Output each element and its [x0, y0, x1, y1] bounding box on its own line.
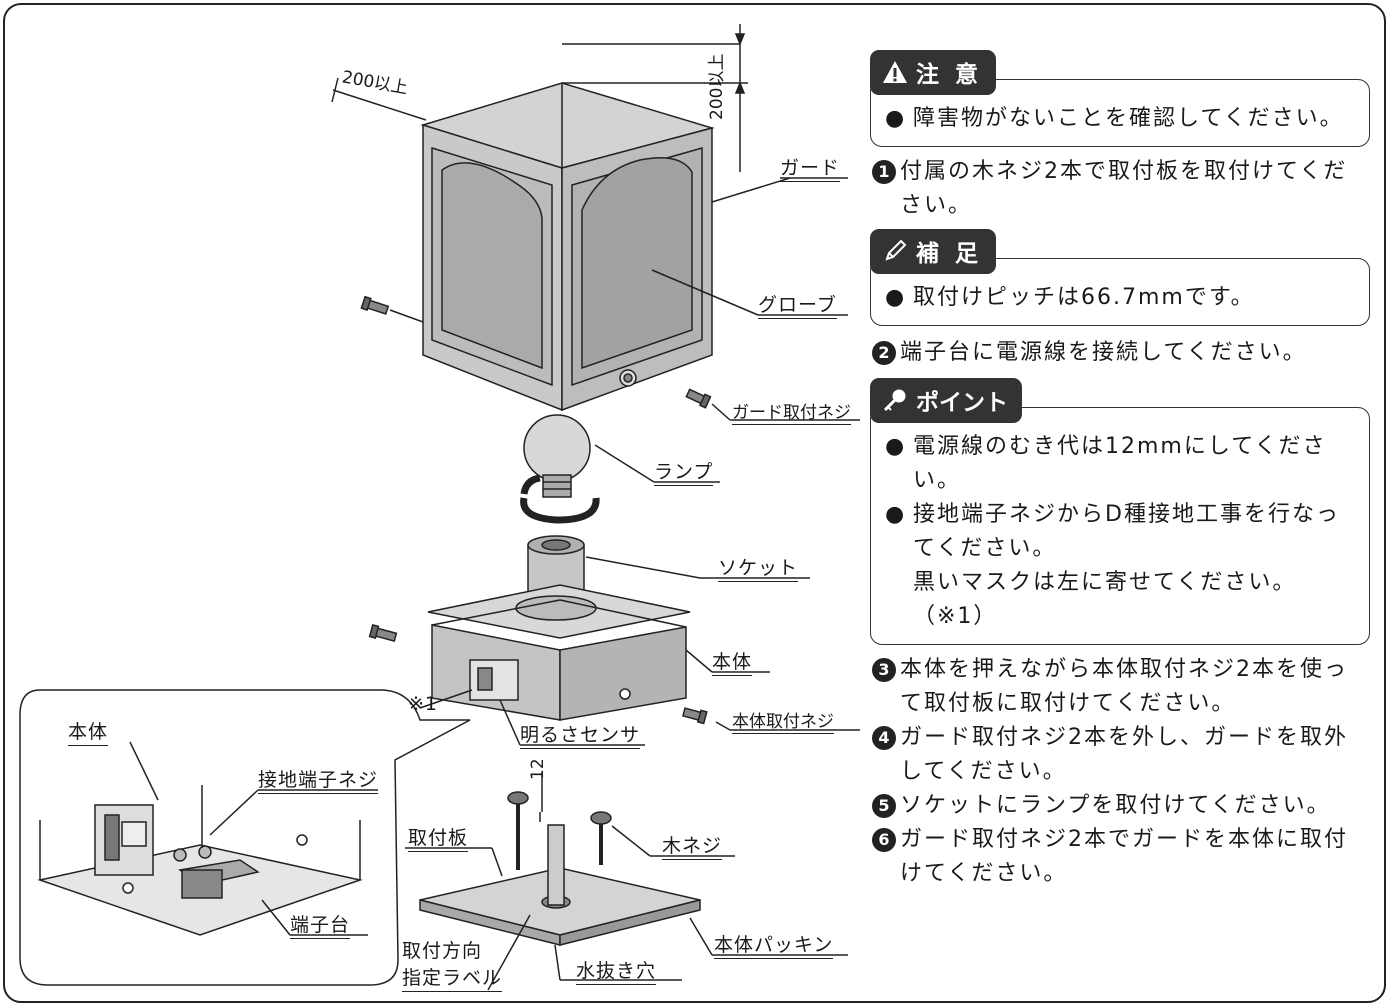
page-frame: [3, 3, 1386, 1003]
caution-section: 注 意 ● 障害物がないことを確認してください。: [870, 50, 1370, 147]
step-number: 3: [872, 658, 896, 682]
globe-label: グローブ: [758, 290, 837, 319]
supplement-item: ● 取付けピッチは66.7mmです。: [885, 281, 1355, 315]
bullet-icon: ●: [885, 502, 907, 527]
point-item-text: 接地端子ネジからD種接地工事を行なってください。: [913, 502, 1340, 561]
inset-ground-screw-label: 接地端子ネジ: [258, 765, 379, 794]
step-number: 5: [872, 794, 896, 818]
step-text: 本体を押えながら本体取付ネジ2本を使って取付板に取付けてください。: [900, 657, 1348, 716]
point-item-text: 黒いマスクは左に寄せてください。（※1）: [913, 570, 1297, 629]
point-item: ● 接地端子ネジからD種接地工事を行なってください。: [885, 498, 1355, 566]
step-number: 2: [872, 341, 896, 365]
step-text: ガード取付ネジ2本でガードを本体に取付けてください。: [900, 827, 1348, 886]
step-6: 6 ガード取付ネジ2本でガードを本体に取付けてください。: [870, 823, 1370, 891]
point-item: ● 電源線のむき代は12mmにしてください。: [885, 430, 1355, 498]
step-text: 端子台に電源線を接続してください。: [900, 340, 1307, 365]
supplement-title: 補 足: [916, 241, 983, 267]
body-packing-label: 本体パッキン: [714, 930, 834, 959]
body-label: 本体: [712, 647, 753, 676]
key-icon: [883, 389, 906, 412]
step-text: ガード取付ネジ2本を外し、ガードを取外してください。: [900, 725, 1348, 784]
dim-wire-label: 12: [528, 758, 548, 780]
step-text: 付属の木ネジ2本で取付板を取付けてください。: [900, 159, 1348, 218]
caution-item-text: 障害物がないことを確認してください。: [913, 106, 1344, 131]
dim-top-label: 200以上: [707, 53, 727, 120]
drain-hole-label: 水抜き穴: [576, 956, 657, 985]
body-screw-label: 本体取付ネジ: [732, 707, 834, 734]
inset-terminal-block-label: 端子台: [290, 910, 351, 939]
note-mark: ※1: [408, 693, 439, 715]
inset-body-label: 本体: [68, 717, 109, 746]
caution-item: ● 障害物がないことを確認してください。: [885, 102, 1355, 136]
wood-screw-label: 木ネジ: [662, 831, 723, 860]
step-number: 4: [872, 726, 896, 750]
step-4: 4 ガード取付ネジ2本を外し、ガードを取外してください。: [870, 721, 1370, 789]
pencil-icon: [885, 239, 907, 261]
point-item-text: 電源線のむき代は12mmにしてください。: [913, 434, 1327, 493]
supplement-section: 補 足 ● 取付けピッチは66.7mmです。: [870, 229, 1370, 326]
step-3: 3 本体を押えながら本体取付ネジ2本を使って取付板に取付けてください。: [870, 653, 1370, 721]
bullet-icon: ●: [885, 106, 907, 131]
direction-label-line1: 取付方向: [402, 940, 483, 962]
guard-screw-label: ガード取付ネジ: [732, 398, 851, 425]
light-sensor-label: 明るさセンサ: [520, 720, 641, 749]
point-header: ポイント: [870, 378, 1022, 423]
point-section: ポイント ● 電源線のむき代は12mmにしてください。 ● 接地端子ネジからD種…: [870, 378, 1370, 645]
bullet-icon: ●: [885, 434, 907, 459]
bullet-icon: ●: [885, 285, 907, 310]
step-2: 2 端子台に電源線を接続してください。: [870, 336, 1370, 370]
assembly-diagram: [19, 24, 860, 991]
step-number: 1: [872, 160, 896, 184]
instruction-column: 注 意 ● 障害物がないことを確認してください。 1 付属の木ネジ2本で取付板を…: [870, 50, 1370, 891]
socket-label: ソケット: [718, 553, 799, 582]
caution-header: 注 意: [870, 50, 997, 95]
step-5: 5 ソケットにランプを取付けてください。: [870, 789, 1370, 823]
supplement-item-text: 取付けピッチは66.7mmです。: [913, 285, 1255, 310]
direction-label-line2: 指定ラベル: [402, 963, 503, 992]
supplement-header: 補 足: [870, 229, 997, 274]
point-box: ● 電源線のむき代は12mmにしてください。 ● 接地端子ネジからD種接地工事を…: [870, 407, 1370, 645]
mount-plate-label: 取付板: [408, 823, 469, 852]
point-item: 黒いマスクは左に寄せてください。（※1）: [885, 566, 1355, 634]
step-1: 1 付属の木ネジ2本で取付板を取付けてください。: [870, 155, 1370, 223]
guard-label: ガード: [780, 153, 841, 182]
warning-icon: [883, 61, 907, 83]
steps-list: 3 本体を押えながら本体取付ネジ2本を使って取付板に取付けてください。 4 ガー…: [870, 653, 1370, 891]
step-text: ソケットにランプを取付けてください。: [900, 793, 1331, 818]
step-number: 6: [872, 828, 896, 852]
caution-title: 注 意: [916, 62, 983, 88]
point-title: ポイント: [916, 390, 1008, 416]
lamp-label: ランプ: [654, 457, 714, 486]
